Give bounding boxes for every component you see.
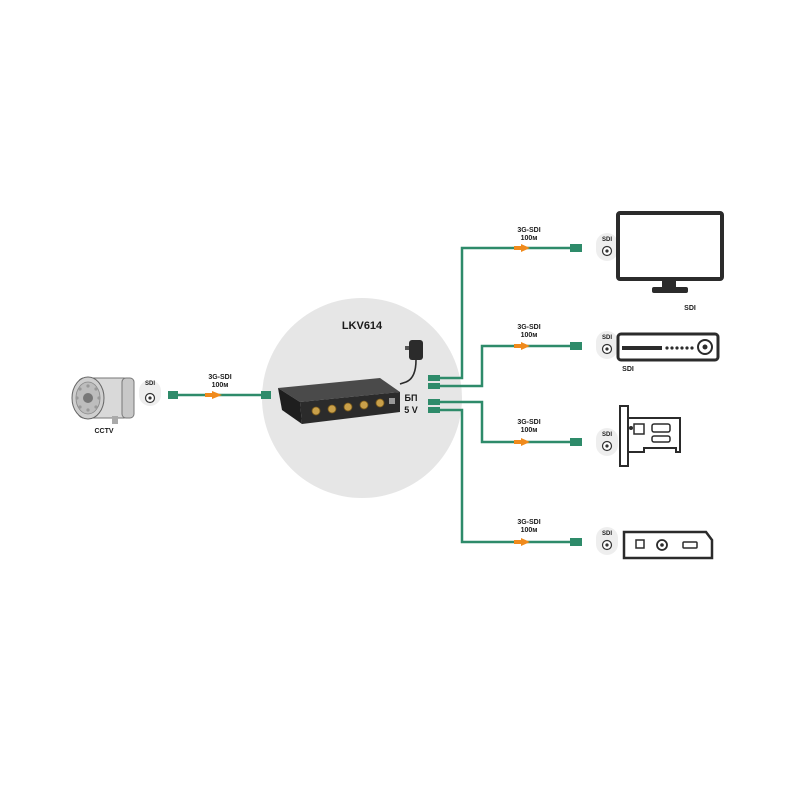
cctv-camera-icon <box>71 376 135 424</box>
capture-card-icon <box>619 405 681 467</box>
source-label: CCTV <box>94 428 114 435</box>
output-3-cable-label-line1: 3G-SDI <box>517 419 541 426</box>
output-3-cable-label-line2: 100м <box>520 427 538 434</box>
hub-output-connectors <box>428 375 440 413</box>
camera-sdi-port-label: SDI <box>144 381 155 387</box>
monitor-icon <box>616 211 724 293</box>
dvr-recorder-icon <box>616 332 720 362</box>
output-1-device-label: SDI <box>684 305 696 312</box>
output-1-cable-label-line1: 3G-SDI <box>517 227 541 234</box>
power-adapter-icon <box>399 340 423 385</box>
output-2-cable-label-line1: 3G-SDI <box>517 324 541 331</box>
input-cable-label-line1: 3G-SDI <box>208 374 232 381</box>
input-cable <box>168 391 271 399</box>
output-sdi-port-badges <box>596 233 618 555</box>
power-label-line1: БП <box>404 393 418 403</box>
output-1-cable-label-line2: 100м <box>520 235 538 242</box>
output-2-device-label: SDI <box>622 366 634 373</box>
output-connectors <box>514 244 582 546</box>
hub-title: LKV614 <box>341 320 383 332</box>
input-cable-label-line2: 100м <box>211 382 229 389</box>
output-4-cable-label-line1: 3G-SDI <box>517 519 541 526</box>
output-2-cable-label-line2: 100м <box>520 332 538 339</box>
output-3-port-label: SDI <box>601 432 612 438</box>
output-4-port-label: SDI <box>601 531 612 537</box>
output-2-port-label: SDI <box>601 335 612 341</box>
hub-device-icon <box>278 378 400 424</box>
power-label-line2: 5 V <box>404 405 418 415</box>
output-1-port-label: SDI <box>601 237 612 243</box>
output-4-cable-label-line2: 100м <box>520 527 538 534</box>
converter-box-icon <box>622 530 714 560</box>
camera-sdi-port-badge <box>139 380 161 406</box>
